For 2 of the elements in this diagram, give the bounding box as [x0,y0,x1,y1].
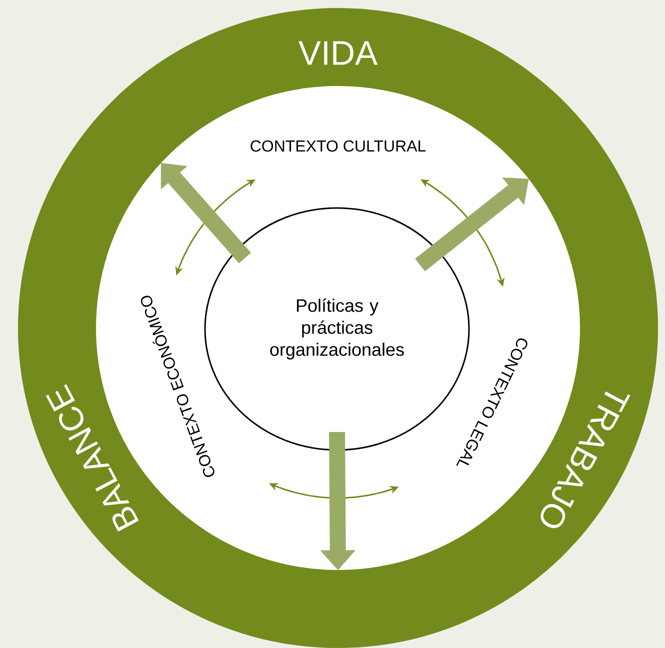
ring-label: VIDA [298,41,378,65]
context-label: CONTEXTO CULTURAL [250,140,426,152]
